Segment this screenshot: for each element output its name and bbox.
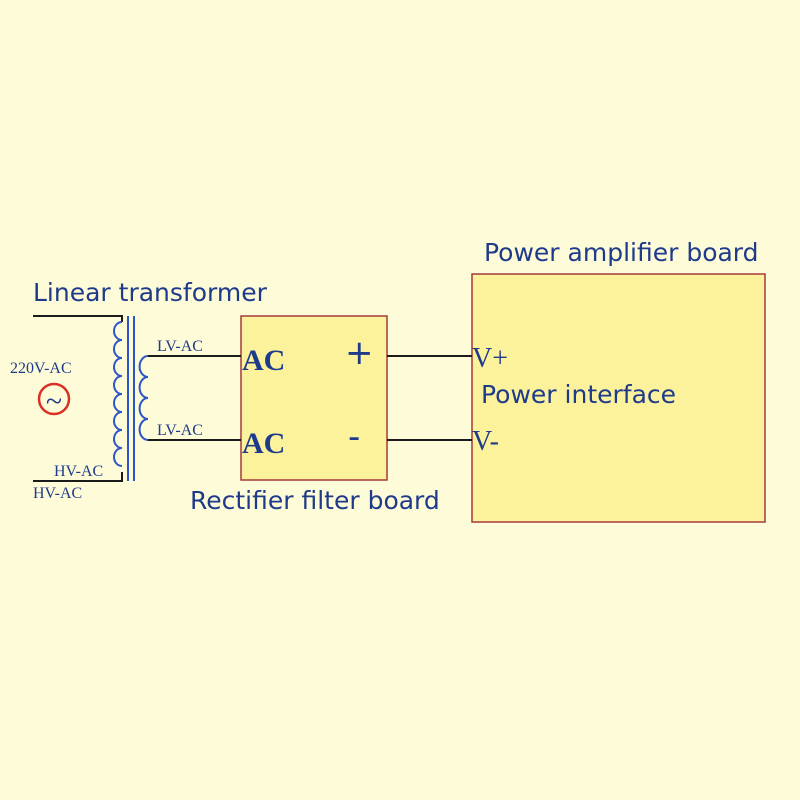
- power-interface-label: Power interface: [481, 380, 676, 409]
- dc-minus-output-label: -: [348, 417, 360, 457]
- lv-ac-top-label: LV-AC: [157, 338, 203, 355]
- linear-transformer-title: Linear transformer: [33, 278, 268, 307]
- mains-voltage-label: 220V-AC: [10, 360, 72, 377]
- primary-bottom-wire: [33, 472, 123, 482]
- lv-ac-bottom-label: LV-AC: [157, 422, 203, 439]
- primary-coil: [113, 321, 123, 467]
- ac-source-icon: ~: [37, 382, 71, 418]
- dc-plus-output-label: +: [345, 333, 374, 373]
- hv-ac-label-top: HV-AC: [54, 463, 103, 480]
- ac-source-symbol: ~: [46, 385, 62, 418]
- power-amplifier-board: [471, 273, 766, 523]
- ac-input-bottom-label: AC: [242, 427, 285, 460]
- primary-top-wire: [33, 315, 123, 322]
- rectifier-filter-board-title: Rectifier filter board: [190, 486, 440, 515]
- ac-input-top-label: AC: [242, 344, 285, 377]
- secondary-coil: [138, 355, 149, 441]
- rectifier-filter-board: [240, 315, 388, 481]
- ac-source-circle: [37, 382, 71, 416]
- power-amplifier-board-title: Power amplifier board: [484, 238, 759, 267]
- v-minus-terminal-label: V-: [472, 426, 499, 457]
- v-plus-terminal-label: V+: [472, 343, 508, 374]
- hv-ac-label-bottom: HV-AC: [33, 485, 82, 502]
